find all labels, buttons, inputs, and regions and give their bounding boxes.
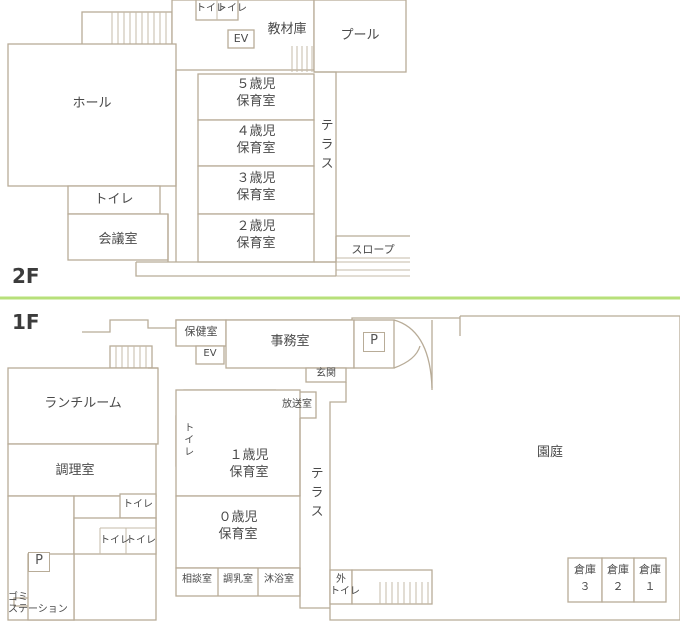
room-pool-2f: プール	[340, 28, 380, 43]
room-age0-1f: ０歳児 保育室	[218, 510, 258, 542]
room-milk-1f: 調乳室	[223, 574, 253, 585]
outdoor-toilet-1f: 外 トイレ	[330, 574, 360, 597]
room-meeting-2f: 会議室	[98, 232, 138, 247]
warehouse-3: 倉庫 ３	[574, 563, 596, 593]
floor-2f-label: 2F	[12, 264, 40, 288]
room-toilet-a-1f: トイレ	[100, 535, 130, 546]
room-ev-2f: EV	[233, 32, 249, 45]
warehouse-1: 倉庫 １	[639, 563, 661, 593]
room-broadcast-1f: 放送室	[282, 399, 312, 410]
room-storage-2f: 教材庫	[267, 22, 307, 37]
room-age2-2f: ２歳児 保育室	[236, 219, 276, 251]
room-entrance-1f: 玄関	[316, 368, 336, 379]
room-health-1f: 保健室	[184, 325, 218, 338]
room-toilet-a-2f: トイレ	[196, 3, 226, 14]
parking-top-1f: P	[363, 332, 385, 352]
room-age4-2f: ４歳児 保育室	[236, 124, 276, 156]
room-age1-1f: １歳児 保育室	[229, 448, 269, 480]
room-consult-1f: 相談室	[182, 574, 212, 585]
room-age3-2f: ３歳児 保育室	[236, 171, 276, 203]
room-toilet-b-1f: トイレ	[126, 535, 156, 546]
slope-2f: スロープ	[351, 243, 395, 256]
room-lunch-1f: ランチルーム	[44, 396, 122, 411]
room-kitchen-1f: 調理室	[55, 463, 95, 478]
room-ev-1f: EV	[203, 348, 217, 359]
room-bath-1f: 沐浴室	[264, 574, 294, 585]
room-toilet-k-1f: トイレ	[123, 499, 153, 510]
terrace-2f: テラス	[317, 118, 333, 175]
garden-1f: 園庭	[536, 445, 563, 460]
room-age5-2f: ５歳児 保育室	[236, 77, 276, 109]
floor-1f-label: 1F	[12, 310, 40, 334]
parking-left-1f: P	[28, 552, 50, 572]
room-hall-2f: ホール	[72, 96, 112, 111]
room-toilet-2f: トイレ	[94, 192, 134, 207]
terrace-1f: テラス	[307, 466, 323, 523]
room-toilet-vert-1f: トイレ	[181, 422, 193, 458]
garbage-station-1f: ゴミ ステーション	[8, 592, 68, 615]
room-office-1f: 事務室	[270, 334, 310, 349]
warehouse-2: 倉庫 ２	[607, 563, 629, 593]
room-toilet-b-2f: トイレ	[217, 3, 247, 14]
